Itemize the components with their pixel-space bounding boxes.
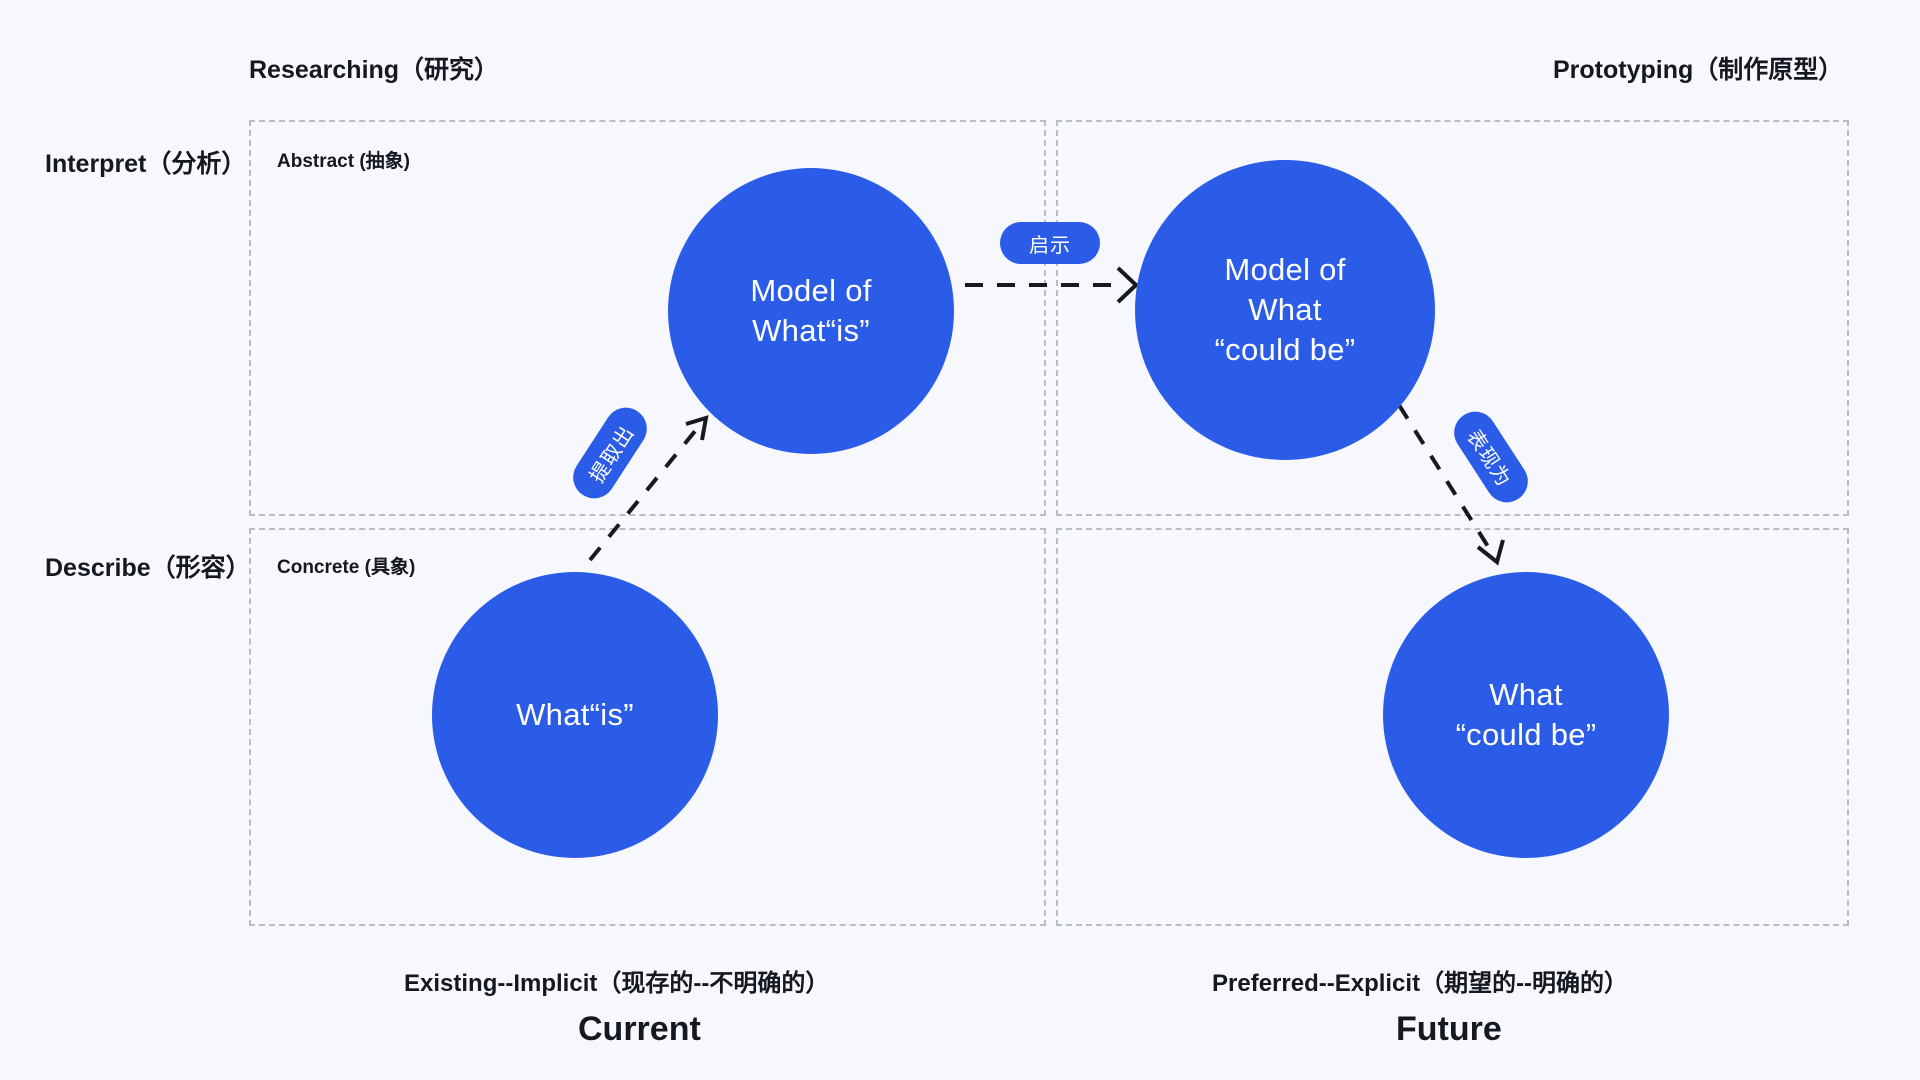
axis-label-existing-implicit: Existing--Implicit（现存的--不明确的） — [404, 970, 830, 997]
connector-label-inspire[interactable]: 启示 — [1000, 222, 1100, 264]
node-what-is[interactable]: What“is” — [432, 572, 718, 858]
axis-label-interpret: Interpret（分析） — [45, 150, 247, 178]
axis-label-preferred-explicit: Preferred--Explicit（期望的--明确的） — [1212, 970, 1629, 997]
axis-label-describe: Describe（形容） — [45, 554, 251, 582]
axis-label-future: Future — [1396, 1010, 1502, 1048]
node-what-could-be[interactable]: What “could be” — [1383, 572, 1669, 858]
axis-label-current: Current — [578, 1010, 701, 1048]
node-model-of-what-is[interactable]: Model of What“is” — [668, 168, 954, 454]
axis-label-prototyping: Prototyping（制作原型） — [1553, 56, 1844, 84]
node-model-of-what-could-be[interactable]: Model of What “could be” — [1135, 160, 1435, 460]
quadrant-tag-abstract: Abstract (抽象) — [277, 151, 411, 172]
quadrant-tag-concrete: Concrete (具象) — [277, 557, 416, 578]
axis-label-researching: Researching（研究） — [249, 56, 500, 84]
